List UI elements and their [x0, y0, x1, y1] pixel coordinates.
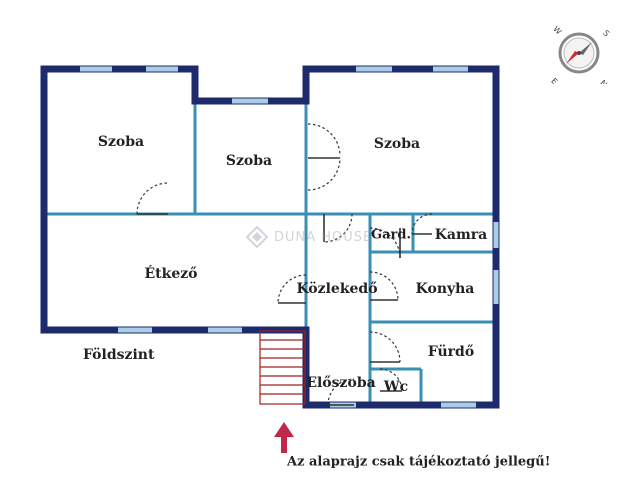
compass-east: E	[549, 76, 559, 84]
room-label-kamra: Kamra	[434, 227, 488, 243]
windows	[80, 66, 499, 408]
room-label-eloszoba: Előszoba	[306, 375, 376, 391]
room-label-szoba-middle: Szoba	[225, 153, 273, 169]
room-label-szoba-left: Szoba	[97, 134, 145, 150]
watermark-house-icon	[246, 226, 268, 248]
disclaimer-text: Az alaprajz csak tájékoztató jellegű!	[287, 454, 551, 470]
room-label-wc: Wc	[383, 379, 409, 395]
watermark-text: DUNA HOUSE	[274, 229, 373, 245]
door-leaves	[137, 157, 432, 406]
room-label-gard: Gard.	[371, 227, 411, 243]
room-label-etkezo: Étkező	[144, 266, 198, 282]
room-label-szoba-right: Szoba	[373, 136, 421, 152]
watermark-logo: DUNA HOUSE	[246, 226, 372, 248]
compass-icon: W S E N	[549, 24, 610, 84]
entrance-arrow-icon	[274, 422, 294, 453]
room-label-konyha: Konyha	[415, 281, 475, 297]
stairs	[259, 330, 306, 405]
floor-label: Földszint	[83, 347, 155, 363]
room-label-kozlekedo: Közlekedő	[296, 281, 378, 297]
door-swings	[136, 123, 433, 406]
inner-walls	[44, 101, 496, 405]
compass-north: N	[598, 78, 609, 84]
compass-south: S	[601, 28, 610, 38]
compass-west: W	[551, 24, 563, 36]
room-label-furdo: Fürdő	[427, 344, 475, 360]
